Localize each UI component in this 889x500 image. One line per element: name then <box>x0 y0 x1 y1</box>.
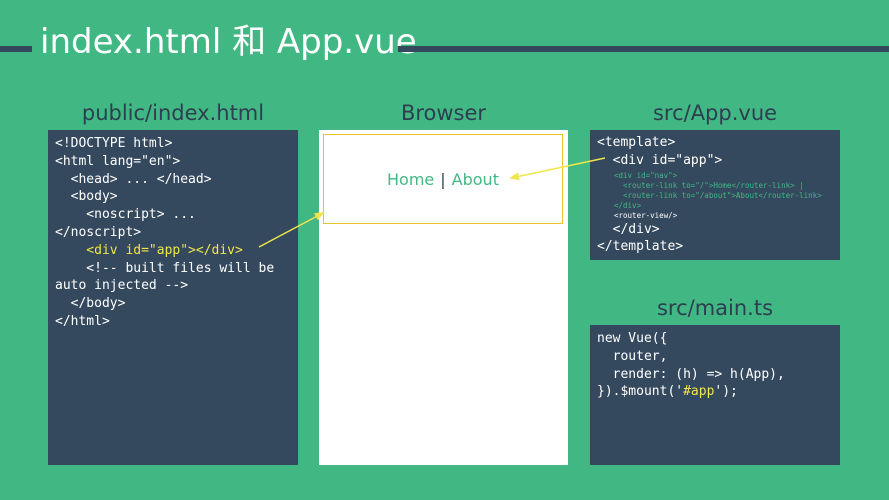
label-main-ts: src/main.ts <box>656 296 774 320</box>
slide-title: index.html 和 App.vue <box>40 22 417 62</box>
app-vue-small-line: <router-link to="/">Home</router-link> | <box>614 180 804 190</box>
app-vue-div-open: <div id="app"> <box>597 152 723 168</box>
title-bar: index.html 和 App.vue <box>0 22 889 62</box>
mount-prefix: }).$mount(' <box>597 384 684 400</box>
nav-about-link[interactable]: About <box>451 169 499 189</box>
nav-home-link[interactable]: Home <box>387 169 435 189</box>
main-ts-code: new Vue({ router, render: (h) => h(App),… <box>597 330 833 401</box>
label-browser: Browser <box>400 101 487 125</box>
label-app-vue: src/App.vue <box>652 101 778 125</box>
code-line: <head> ... </head> <box>55 171 212 187</box>
code-line: <html lang="en"> <box>55 153 181 169</box>
index-html-code: <!DOCTYPE html> <html lang="en"> <head> … <box>55 135 291 331</box>
app-vue-nav-block: <div id="nav"> <router-link to="/">Home<… <box>597 170 833 221</box>
app-vue-panel: <template> <div id="app"> <div id="nav">… <box>590 130 840 260</box>
code-line: <!DOCTYPE html> <box>55 136 173 151</box>
nav-separator: | <box>440 169 446 189</box>
browser-window: Home|About <box>319 130 568 465</box>
app-mount-box: Home|About <box>323 134 563 224</box>
mount-target: #app <box>683 384 715 400</box>
code-line: </html> <box>55 313 110 329</box>
main-ts-panel: new Vue({ router, render: (h) => h(App),… <box>590 325 840 465</box>
nav-bar: Home|About <box>387 170 499 189</box>
title-rule-right <box>398 46 889 52</box>
app-vue-small-line: <div id="nav"> <box>614 170 678 180</box>
app-vue-template-open: <template> <box>597 135 676 150</box>
code-line: auto injected --> <box>55 278 189 294</box>
app-vue-template-close: </template> <box>597 239 684 255</box>
app-vue-div-close: </div> <box>597 221 660 237</box>
code-line: render: (h) => h(App), <box>597 366 785 382</box>
label-public-index: public/index.html <box>81 101 265 125</box>
code-line-mount: }).$mount('#app'); <box>597 384 738 399</box>
code-line-app-div: <div id="app"></div> <box>55 242 243 258</box>
app-vue-small-line: </div> <box>614 200 642 210</box>
code-line: <body> <box>55 189 118 205</box>
code-line: new Vue({ <box>597 331 668 346</box>
app-vue-small-line: <router-link to="/about">About</router-l… <box>614 190 822 200</box>
title-rule-left <box>0 46 32 52</box>
code-line: </noscript> <box>55 224 142 240</box>
app-vue-router-view: <router-view/> <box>614 210 678 220</box>
code-line: router, <box>597 348 668 364</box>
code-line: </body> <box>55 296 126 312</box>
code-line: <!-- built files will be <box>55 260 275 276</box>
mount-suffix: '); <box>714 384 738 400</box>
code-line: <noscript> ... <box>55 207 196 223</box>
arrow-appvue-to-browser <box>509 157 606 181</box>
index-html-panel: <!DOCTYPE html> <html lang="en"> <head> … <box>48 130 298 465</box>
arrow-index-to-browser <box>258 212 325 248</box>
